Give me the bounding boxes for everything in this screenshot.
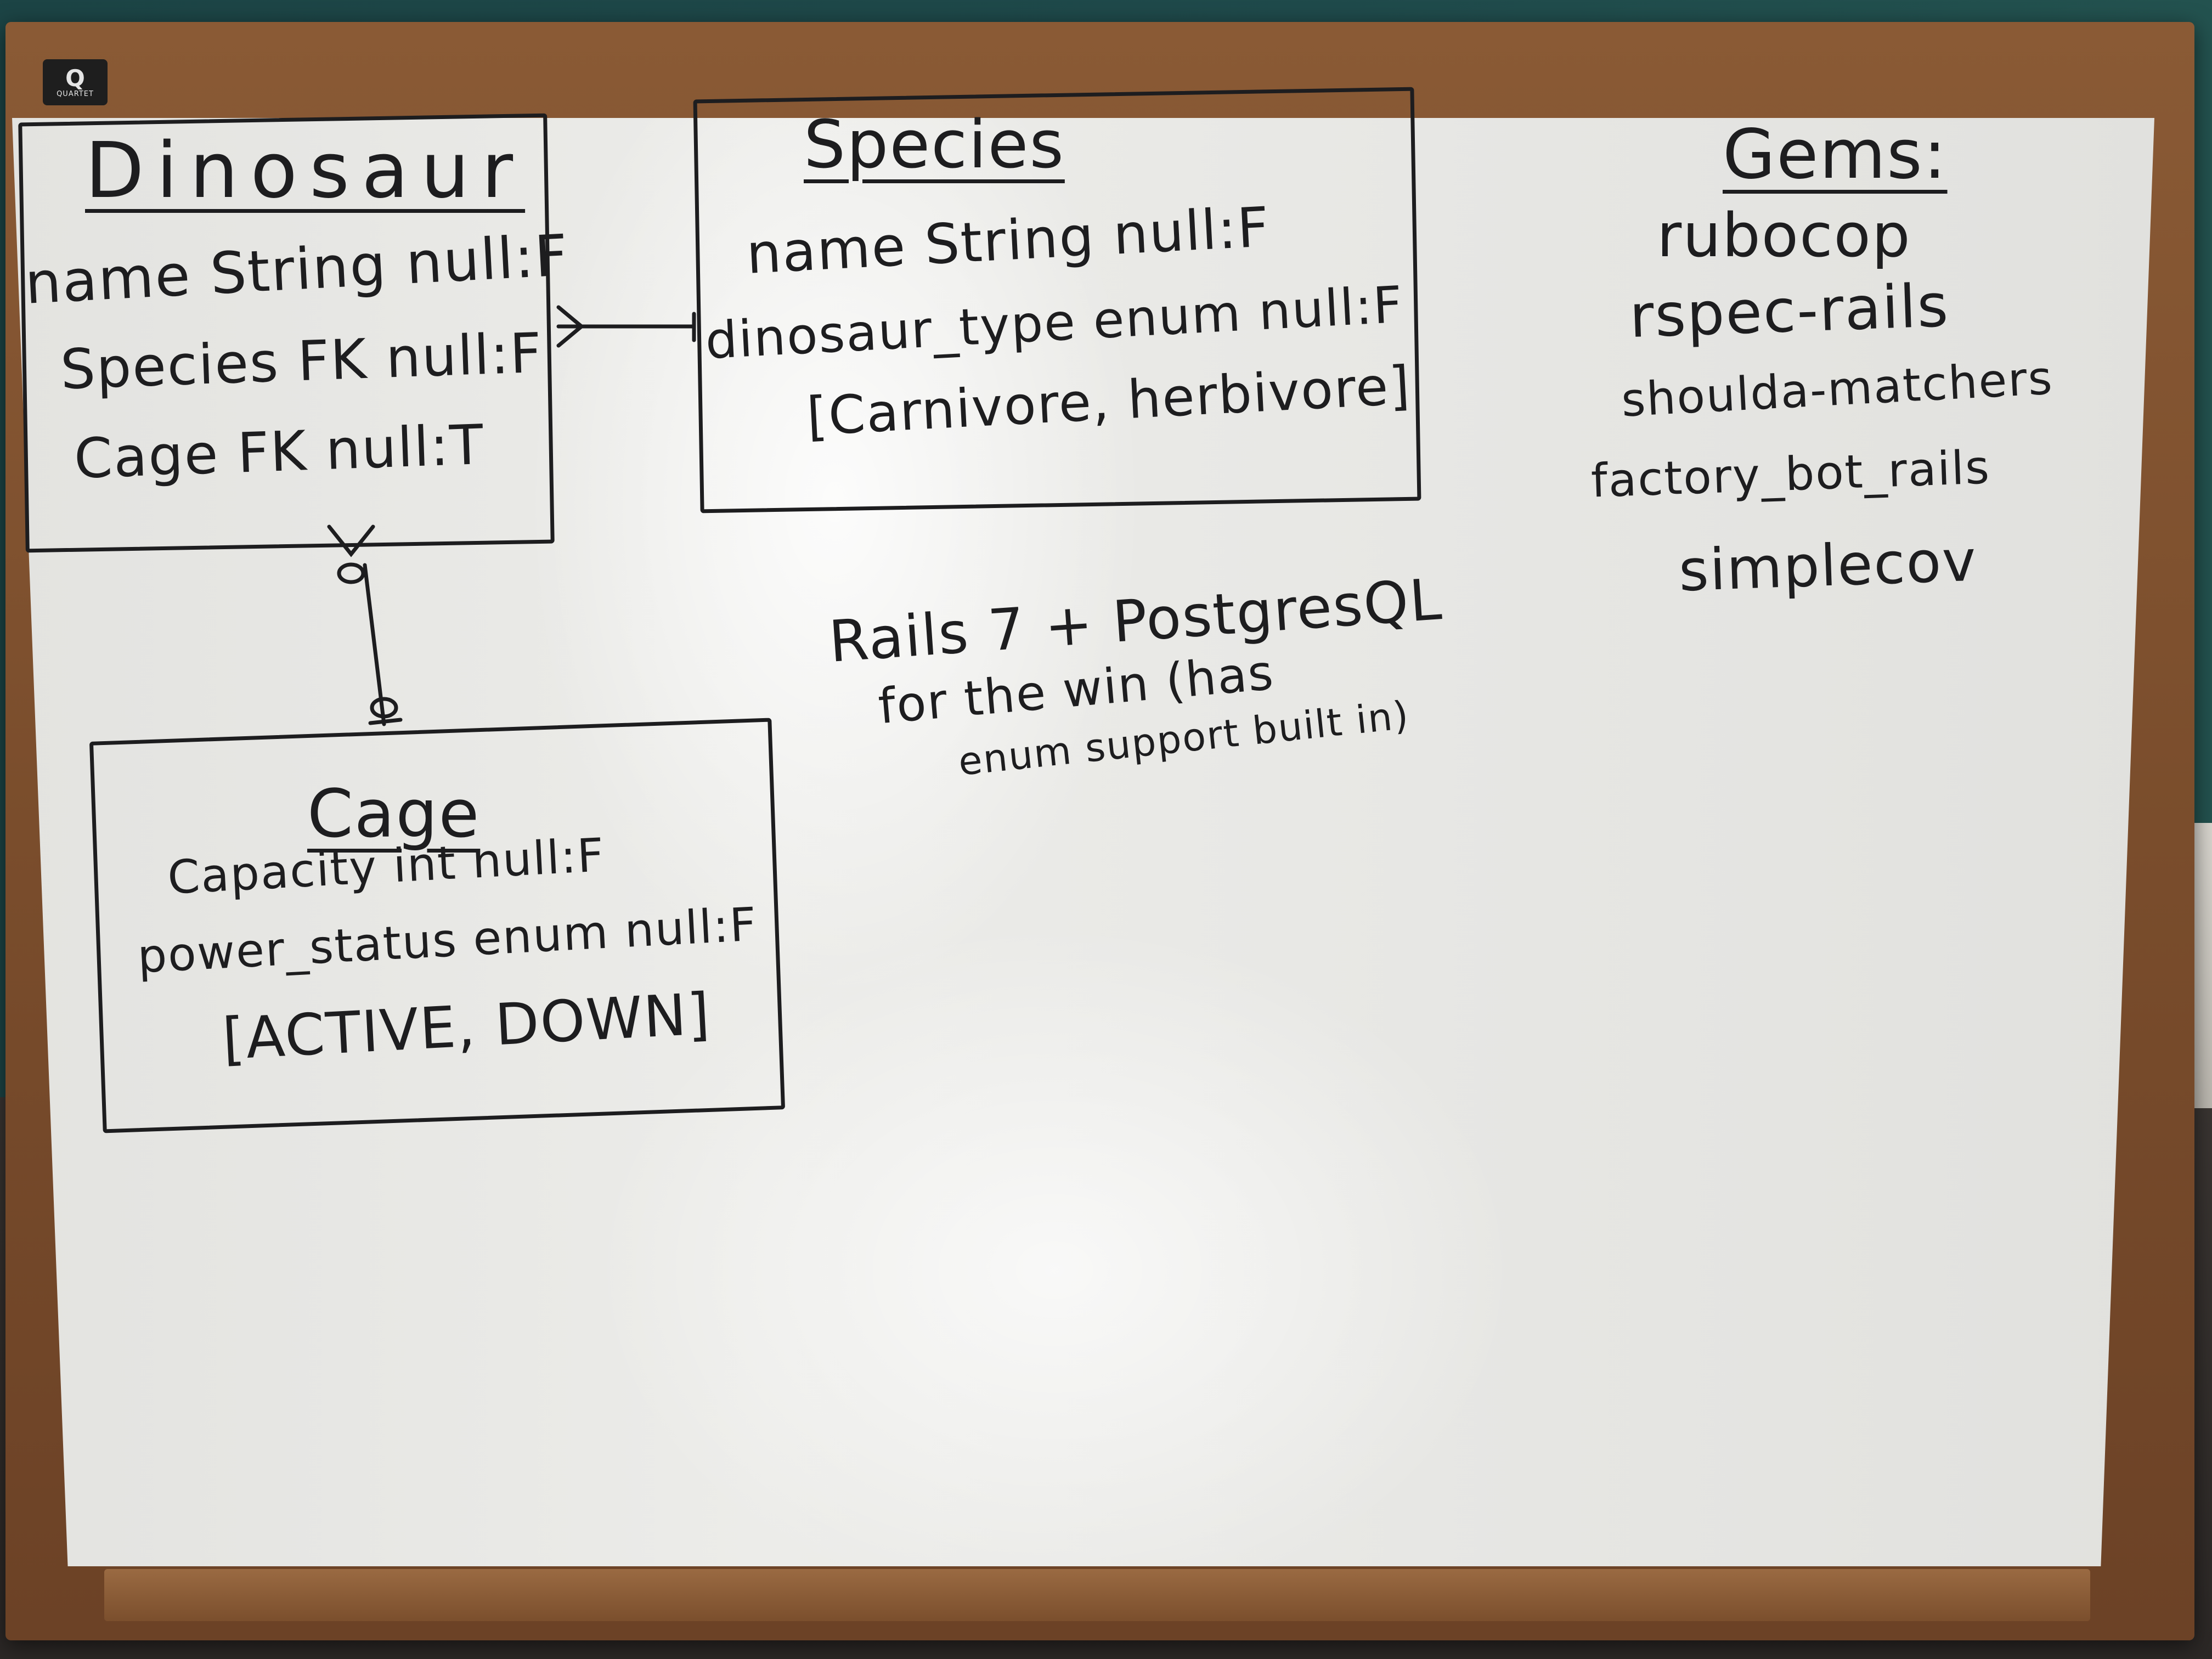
cage-one-bar (368, 718, 403, 725)
brand-logo: Q QUARTET (43, 59, 108, 105)
species-entity-title: Species (804, 107, 1065, 183)
gems-title: Gems: (1723, 115, 1948, 194)
zero-circle-cage (370, 697, 398, 719)
crowfoot-dinosaur-bottom (327, 524, 375, 557)
whiteboard-surface (12, 118, 2154, 1566)
zero-circle-dinosaur (337, 562, 365, 584)
brand-logo-letter: Q (65, 64, 85, 92)
dinosaur-entity-title: Dinosaur (85, 126, 526, 216)
gem-item-rubocop: rubocop (1657, 200, 1911, 270)
gem-item-rspec-rails: rspec-rails (1628, 271, 1950, 352)
crowfoot-dinosaur-side (556, 305, 585, 348)
cage-entity-title: Cage (307, 776, 481, 853)
marker-tray (104, 1569, 2090, 1621)
whiteboard-frame: Q QUARTET (5, 22, 2194, 1640)
brand-logo-word: QUARTET (57, 89, 94, 98)
gem-item-simplecov: simplecov (1678, 527, 1978, 605)
